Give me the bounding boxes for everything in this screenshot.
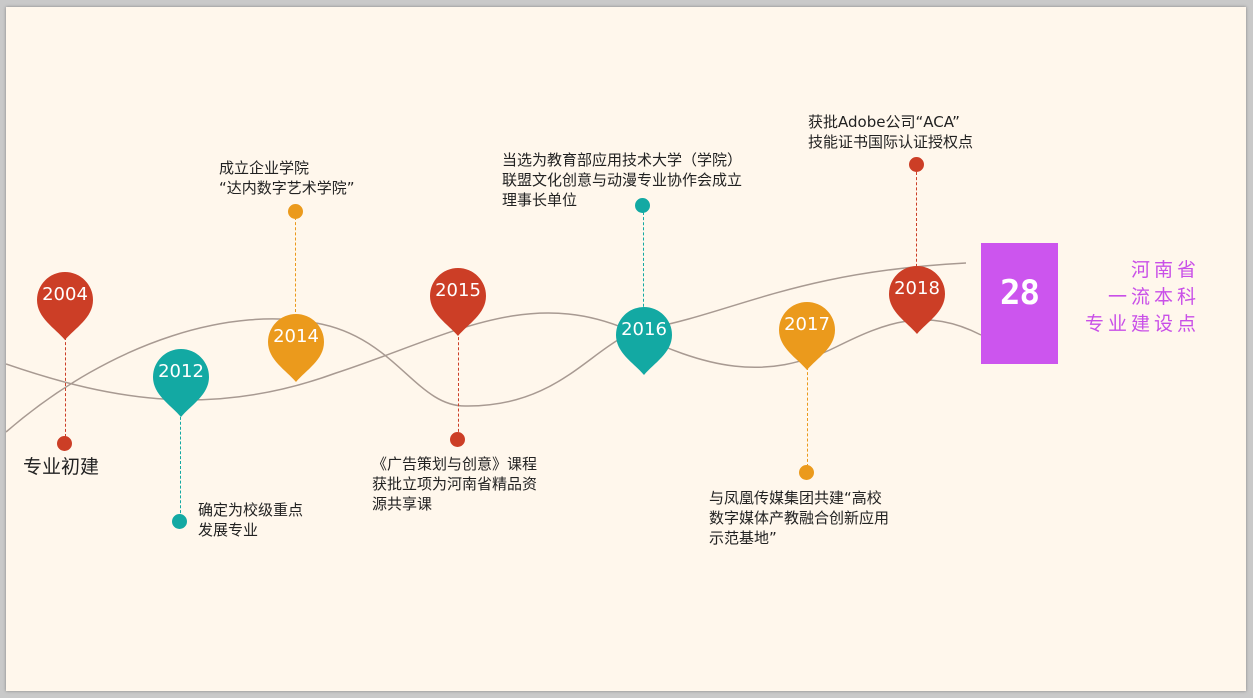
- pin-2017[interactable]: 2017: [779, 300, 835, 380]
- milestone-2014-line-2: “达内数字艺术学院”: [219, 179, 355, 197]
- pin-2014[interactable]: 2014: [268, 312, 324, 392]
- milestone-2014-line-1: 成立企业学院: [219, 159, 310, 177]
- slide-canvas: 2004 专业初建 2012 确定为校级重点 发展专业 2014 成立企业学院 …: [6, 7, 1246, 691]
- year-2004: 2004: [42, 284, 88, 305]
- pin-2016[interactable]: 2016: [616, 305, 672, 385]
- milestone-2015-line-2: 获批立项为河南省精品资: [372, 475, 538, 493]
- milestone-2018-line-2: 技能证书国际认证授权点: [808, 133, 974, 151]
- milestone-2004-text: 专业初建: [23, 457, 99, 477]
- milestone-2017-line-1: 与凤凰传媒集团共建“高校: [709, 489, 882, 507]
- stem-2014: [295, 217, 296, 312]
- pin-2004[interactable]: 2004: [37, 270, 93, 350]
- milestone-2004-line-1: 专业初建: [23, 456, 100, 478]
- stem-2016: [643, 212, 644, 317]
- milestone-2015-line-3: 源共享课: [372, 495, 433, 513]
- dot-2017: [799, 465, 814, 480]
- dot-2015: [450, 432, 465, 447]
- dot-2014: [288, 204, 303, 219]
- milestone-2017-line-2: 数字媒体产教融合创新应用: [709, 509, 890, 527]
- year-2015: 2015: [435, 280, 481, 301]
- stem-2004: [65, 337, 66, 437]
- pin-2012[interactable]: 2012: [153, 347, 209, 427]
- pin-2015[interactable]: 2015: [430, 266, 486, 346]
- milestone-2012-line-2: 发展专业: [198, 521, 259, 539]
- year-2016: 2016: [621, 319, 667, 340]
- dot-2012: [172, 514, 187, 529]
- milestone-2018-text: 获批Adobe公司“ACA” 技能证书国际认证授权点: [808, 112, 973, 152]
- milestone-2016-line-2: 联盟文化创意与动漫专业协作会成立: [502, 171, 743, 189]
- honor-line-2: 一流本科: [1107, 286, 1200, 308]
- dot-2018: [909, 157, 924, 172]
- badge-number: 28: [1000, 273, 1040, 313]
- dot-2004: [57, 436, 72, 451]
- milestone-2015-text: 《广告策划与创意》课程 获批立项为河南省精品资 源共享课: [372, 454, 537, 514]
- honor-line-1: 河南省: [1130, 259, 1200, 281]
- milestone-2018-line-1: 获批Adobe公司“ACA”: [808, 113, 960, 131]
- year-2017: 2017: [784, 314, 830, 335]
- stem-2015: [458, 332, 459, 437]
- milestone-2016-line-1: 当选为教育部应用技术大学（学院）: [502, 151, 743, 169]
- year-2018: 2018: [894, 278, 940, 299]
- stem-2017: [807, 367, 808, 467]
- milestone-2012-text: 确定为校级重点 发展专业: [198, 500, 303, 540]
- milestone-2015-line-1: 《广告策划与创意》课程: [372, 455, 538, 473]
- timeline-curves: [6, 262, 982, 433]
- wave-curve-a: [6, 312, 982, 401]
- year-2014: 2014: [273, 326, 319, 347]
- milestone-2016-text: 当选为教育部应用技术大学（学院） 联盟文化创意与动漫专业协作会成立 理事长单位: [502, 150, 742, 210]
- honor-line-3: 专业建设点: [1084, 313, 1200, 335]
- milestone-2016-line-3: 理事长单位: [502, 191, 578, 209]
- milestone-2017-text: 与凤凰传媒集团共建“高校 数字媒体产教融合创新应用 示范基地”: [709, 488, 889, 548]
- stem-2018: [916, 172, 917, 272]
- year-2012: 2012: [158, 361, 204, 382]
- honor-title: 河南省 一流本科 专业建设点: [1068, 257, 1200, 338]
- milestone-2017-line-3: 示范基地”: [709, 529, 777, 547]
- number-badge: 28: [981, 243, 1058, 364]
- stem-2012: [180, 412, 181, 518]
- pin-2018[interactable]: 2018: [889, 264, 945, 344]
- dot-2016: [635, 198, 650, 213]
- milestone-2012-line-1: 确定为校级重点: [198, 501, 304, 519]
- wave-curve-b: [6, 262, 967, 433]
- milestone-2014-text: 成立企业学院 “达内数字艺术学院”: [219, 158, 355, 198]
